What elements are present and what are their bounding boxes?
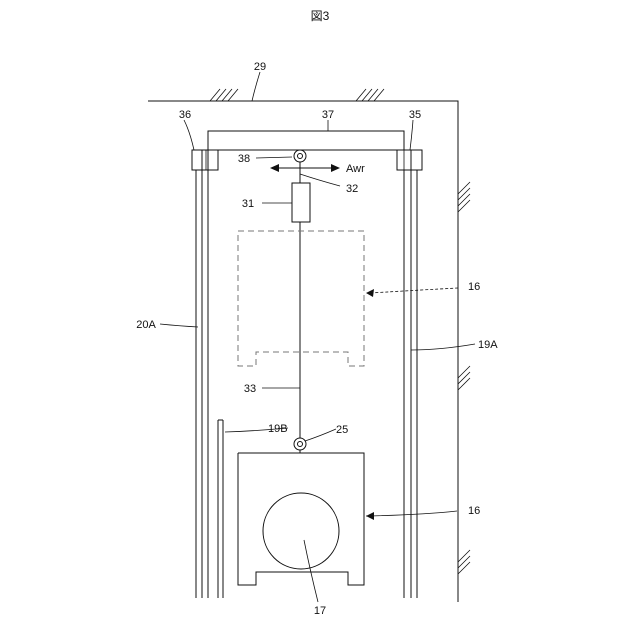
leader-lines bbox=[160, 72, 475, 602]
label-awr: Awr bbox=[346, 163, 365, 175]
label-25: 25 bbox=[336, 424, 348, 436]
motion-arrow bbox=[270, 164, 340, 172]
ceiling-hatch bbox=[210, 89, 384, 101]
label-31: 31 bbox=[242, 198, 254, 210]
label-38: 38 bbox=[238, 153, 250, 165]
label-35: 35 bbox=[409, 109, 421, 121]
rail-left bbox=[196, 150, 208, 598]
label-16-upper: 16 bbox=[468, 281, 480, 293]
weight-solid bbox=[238, 453, 364, 585]
label-19a: 19A bbox=[478, 339, 498, 351]
weight-dashed bbox=[238, 231, 364, 366]
label-37: 37 bbox=[322, 109, 334, 121]
rail-small bbox=[218, 420, 223, 598]
rail-right bbox=[404, 150, 417, 598]
left-top-block bbox=[192, 150, 218, 170]
label-16-lower: 16 bbox=[468, 505, 480, 517]
device bbox=[292, 183, 310, 222]
arrowhead-weight-dashed bbox=[366, 289, 374, 297]
label-36: 36 bbox=[179, 109, 191, 121]
label-32: 32 bbox=[346, 183, 358, 195]
cylinder bbox=[263, 493, 339, 569]
top-beam bbox=[192, 131, 422, 150]
pulley-top bbox=[294, 150, 306, 162]
label-20a: 20A bbox=[136, 319, 156, 331]
label-19b: 19B bbox=[268, 423, 288, 435]
label-33: 33 bbox=[244, 383, 256, 395]
right-top-block bbox=[397, 150, 422, 170]
label-17: 17 bbox=[314, 605, 326, 617]
figure-title: 図3 bbox=[311, 9, 330, 23]
pulley-bottom bbox=[294, 438, 306, 453]
label-29: 29 bbox=[254, 61, 266, 73]
arrowhead-weight-solid bbox=[366, 512, 374, 520]
